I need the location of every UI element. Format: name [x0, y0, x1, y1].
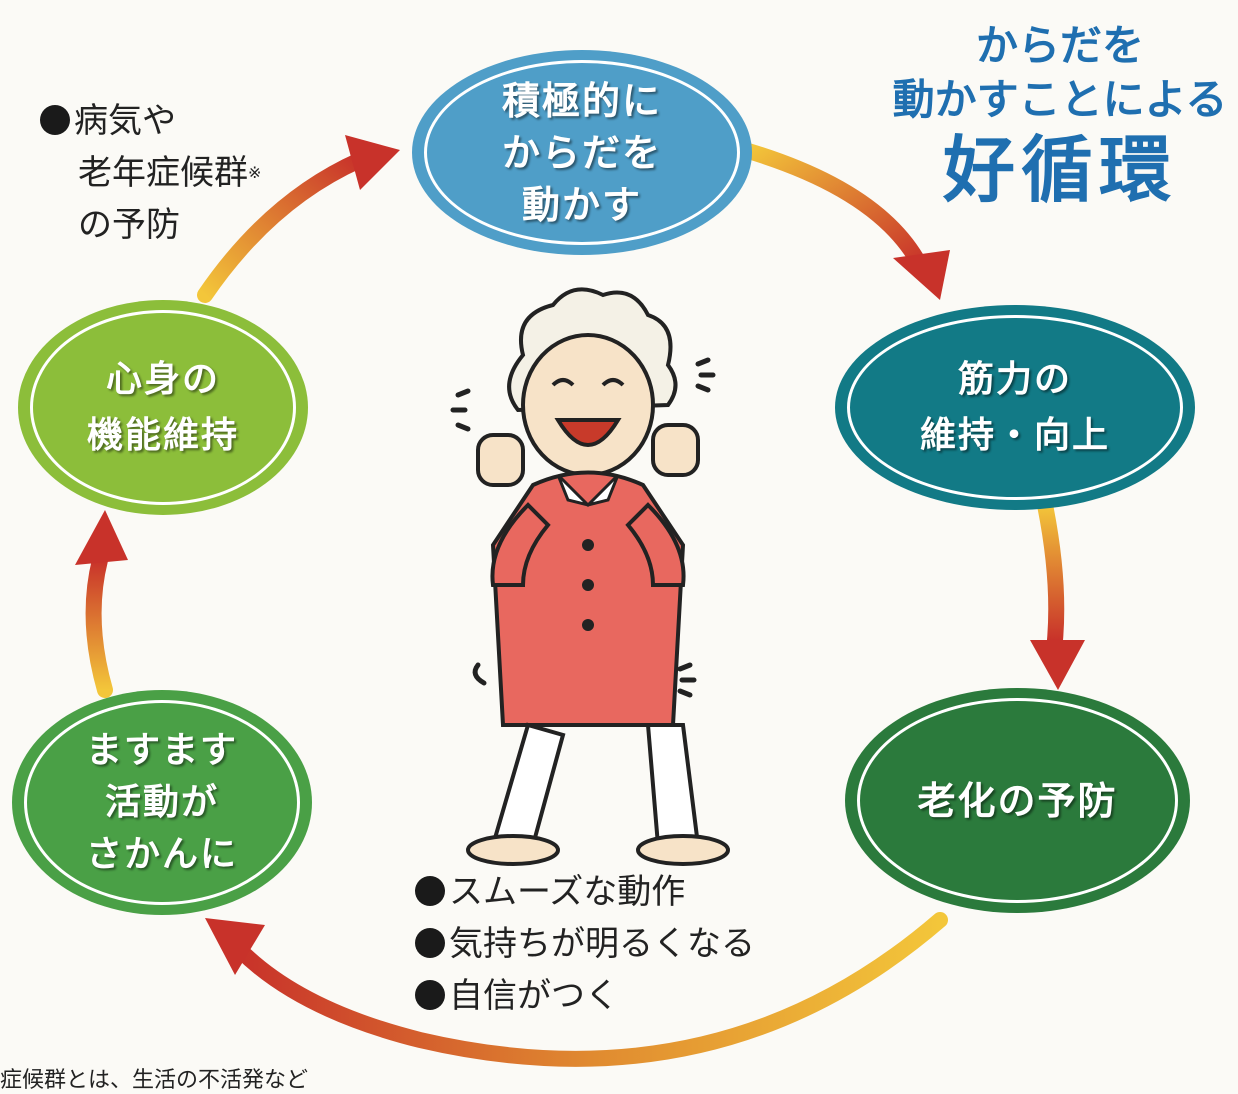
node-aging-label: 老化の予防 [917, 778, 1118, 823]
node-muscle-ring [847, 315, 1183, 500]
node-aging-ring [857, 698, 1178, 903]
bullet-icon [415, 876, 445, 906]
note-center-2: 気持ちが明るくなる [449, 924, 755, 964]
title-line2: 動かすことによる [892, 75, 1228, 124]
diagram-title: からだを 動かすことによる 好循環 [880, 20, 1238, 212]
node-move: 積極的に からだを 動かす [412, 50, 752, 255]
node-muscle-label: 筋力の 維持・向上 [919, 358, 1110, 456]
bullet-icon [415, 980, 445, 1010]
footnote: 症候群とは、生活の不活発など [0, 1068, 309, 1093]
note-center-1: スムーズな動作 [449, 872, 686, 912]
arrowhead-function [75, 510, 128, 565]
node-function-ring [30, 310, 296, 505]
arrow-muscle-to-aging [1037, 497, 1065, 648]
node-active-label: ますます 活動が さかんに [85, 729, 238, 875]
node-aging: 老化の予防 [845, 688, 1190, 913]
arrow-active-to-function [85, 552, 113, 698]
node-function-label: 心身の 機能維持 [86, 358, 239, 456]
title-line1: からだを [975, 21, 1144, 70]
elderly-woman-illustration [450, 287, 730, 866]
note-left-line2: 老年症候群 [78, 153, 248, 193]
node-move-ring [424, 60, 740, 245]
notes-center: スムーズな動作 気持ちが明るくなる 自信がつく [415, 866, 755, 1022]
note-left-line1: 病気や [74, 101, 176, 141]
arrow-aging-to-active [232, 912, 948, 1067]
note-left-line3: の予防 [78, 205, 180, 245]
title-line3: 好循環 [942, 128, 1177, 212]
node-active-ring [24, 700, 300, 905]
notes-left: 病気や 老年症候群※ の予防 [40, 95, 261, 251]
arrow-function-to-move [197, 152, 368, 303]
arrowhead-muscle [893, 250, 950, 300]
node-active: ますます 活動が さかんに [12, 690, 312, 915]
arrowhead-move [345, 135, 400, 190]
node-function: 心身の 機能維持 [18, 300, 308, 515]
arrowhead-aging [1030, 640, 1085, 690]
bullet-icon [415, 928, 445, 958]
arrow-move-to-muscle [737, 142, 928, 273]
node-muscle: 筋力の 維持・向上 [835, 305, 1195, 510]
note-center-3: 自信がつく [449, 976, 619, 1016]
bullet-icon [40, 105, 70, 135]
arrowhead-active [205, 918, 265, 975]
note-mark: ※ [248, 163, 262, 182]
node-move-label: 積極的に からだを 動かす [501, 78, 662, 227]
